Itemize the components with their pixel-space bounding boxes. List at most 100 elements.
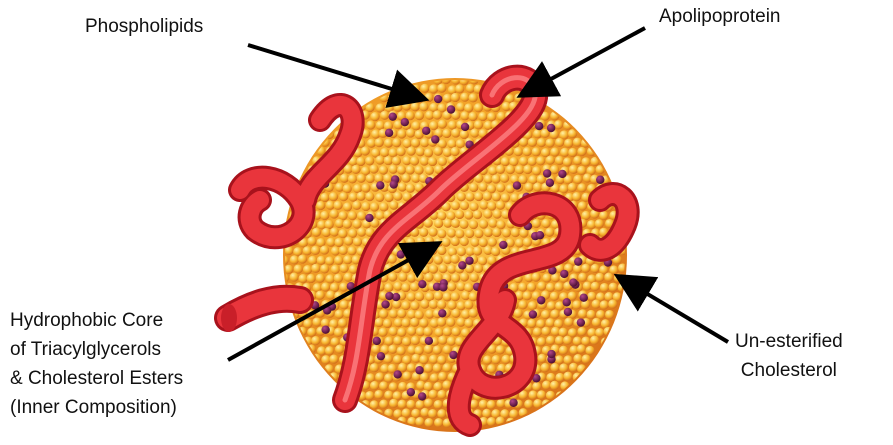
cholesterol-dot [425, 337, 433, 345]
phospholipid-bead [407, 326, 416, 335]
phospholipid-bead [550, 292, 559, 301]
phospholipid-bead [401, 283, 410, 292]
phospholipid-bead [429, 84, 438, 93]
cholesterol-dot [389, 112, 397, 120]
phospholipid-bead [375, 193, 384, 202]
phospholipid-bead [541, 219, 550, 228]
phospholipid-bead [343, 255, 352, 264]
phospholipid-bead [506, 165, 515, 174]
phospholipid-bead [411, 138, 420, 147]
phospholipid-bead [523, 147, 532, 156]
phospholipid-bead [604, 273, 613, 282]
phospholipid-bead [393, 192, 402, 201]
phospholipid-bead [298, 274, 307, 283]
cholesterol-dot [439, 283, 447, 291]
phospholipid-bead [438, 372, 447, 381]
phospholipid-bead [451, 255, 460, 264]
phospholipid-bead [479, 220, 488, 229]
phospholipid-bead [523, 291, 532, 300]
core-label-line-1: Hydrophobic Core [10, 306, 183, 335]
phospholipid-bead [496, 399, 505, 408]
phospholipid-bead [380, 148, 389, 157]
phospholipid-bead [335, 310, 344, 319]
phospholipid-bead [375, 372, 384, 381]
phospholipid-bead [469, 292, 478, 301]
phospholipid-bead [383, 319, 392, 328]
phospholipid-bead [469, 183, 478, 192]
cholesterol-dot [577, 318, 585, 326]
cholesterol-dot [547, 350, 555, 358]
phospholipid-bead [298, 254, 307, 263]
phospholipid-bead [396, 346, 405, 355]
phospholipid-bead [416, 147, 425, 156]
phospholipid-bead [343, 202, 352, 211]
phospholipid-bead [370, 363, 379, 372]
phospholipid-bead [547, 301, 556, 310]
phospholipid-bead [388, 345, 397, 354]
phospholipid-bead [335, 345, 344, 354]
phospholipid-bead [533, 327, 542, 336]
cholesterol-dot [596, 176, 604, 184]
phospholipid-bead [460, 272, 469, 281]
phospholipid-bead [375, 156, 384, 165]
phospholipid-bead [443, 363, 452, 372]
phospholipid-bead [320, 264, 329, 273]
phospholipid-bead [437, 229, 446, 238]
phospholipid-bead [397, 328, 406, 337]
phospholipid-bead [334, 274, 343, 283]
phospholipid-bead [343, 220, 352, 229]
phospholipid-bead [492, 192, 501, 201]
phospholipid-bead [397, 165, 406, 174]
phospholipid-bead [339, 246, 348, 255]
phospholipid-bead [573, 138, 582, 147]
phospholipid-bead [538, 354, 547, 363]
phospholipid-bead [333, 201, 342, 210]
cholesterol-dot [385, 292, 393, 300]
phospholipid-bead [443, 327, 452, 336]
phospholipid-bead [581, 264, 590, 273]
cholesterol-dot [535, 122, 543, 130]
phospholipid-bead [488, 238, 497, 247]
phospholipid-bead [568, 328, 577, 337]
phospholipid-bead [451, 201, 460, 210]
phospholipid-bead [424, 382, 433, 391]
cholesterol-dot [564, 308, 572, 316]
phospholipid-bead [379, 202, 388, 211]
cholesterol-dot [376, 181, 384, 189]
phospholipid-bead [424, 148, 433, 157]
phospholipid-bead [384, 373, 393, 382]
phospholipid-bead [361, 183, 370, 192]
phospholipid-bead [438, 336, 447, 345]
phospholipid-bead [393, 282, 402, 291]
phospholipid-bead [478, 112, 487, 121]
phospholipid-bead [569, 363, 578, 372]
phospholipid-bead [527, 319, 536, 328]
phospholipid-bead [560, 148, 569, 157]
phospholipid-bead [325, 256, 334, 265]
phospholipid-bead [501, 157, 510, 166]
cholesterol-dot [415, 366, 423, 374]
phospholipid-bead [515, 238, 524, 247]
phospholipid-bead [320, 193, 329, 202]
phospholipid-bead [442, 129, 451, 138]
phospholipid-bead [384, 193, 393, 202]
phospholipid-bead [375, 138, 384, 147]
phospholipid-bead [329, 354, 338, 363]
cholesterol-dot [397, 250, 405, 258]
phospholipid-bead [370, 381, 379, 390]
phospholipid-bead [316, 201, 325, 210]
phospholipid-bead [537, 138, 546, 147]
phospholipid-bead [398, 182, 407, 191]
phospholipid-bead [294, 264, 303, 273]
phospholipid-bead [583, 281, 592, 290]
phospholipid-bead [379, 166, 388, 175]
phospholipid-bead [600, 283, 609, 292]
phospholipid-bead [406, 238, 415, 247]
cholesterol-dot [412, 261, 420, 269]
cholesterol-dot [393, 96, 401, 104]
phospholipid-bead [464, 300, 473, 309]
phospholipid-bead [518, 283, 527, 292]
phospholipid-bead [511, 228, 520, 237]
phospholipid-bead [402, 408, 411, 417]
phospholipid-bead [496, 345, 505, 354]
